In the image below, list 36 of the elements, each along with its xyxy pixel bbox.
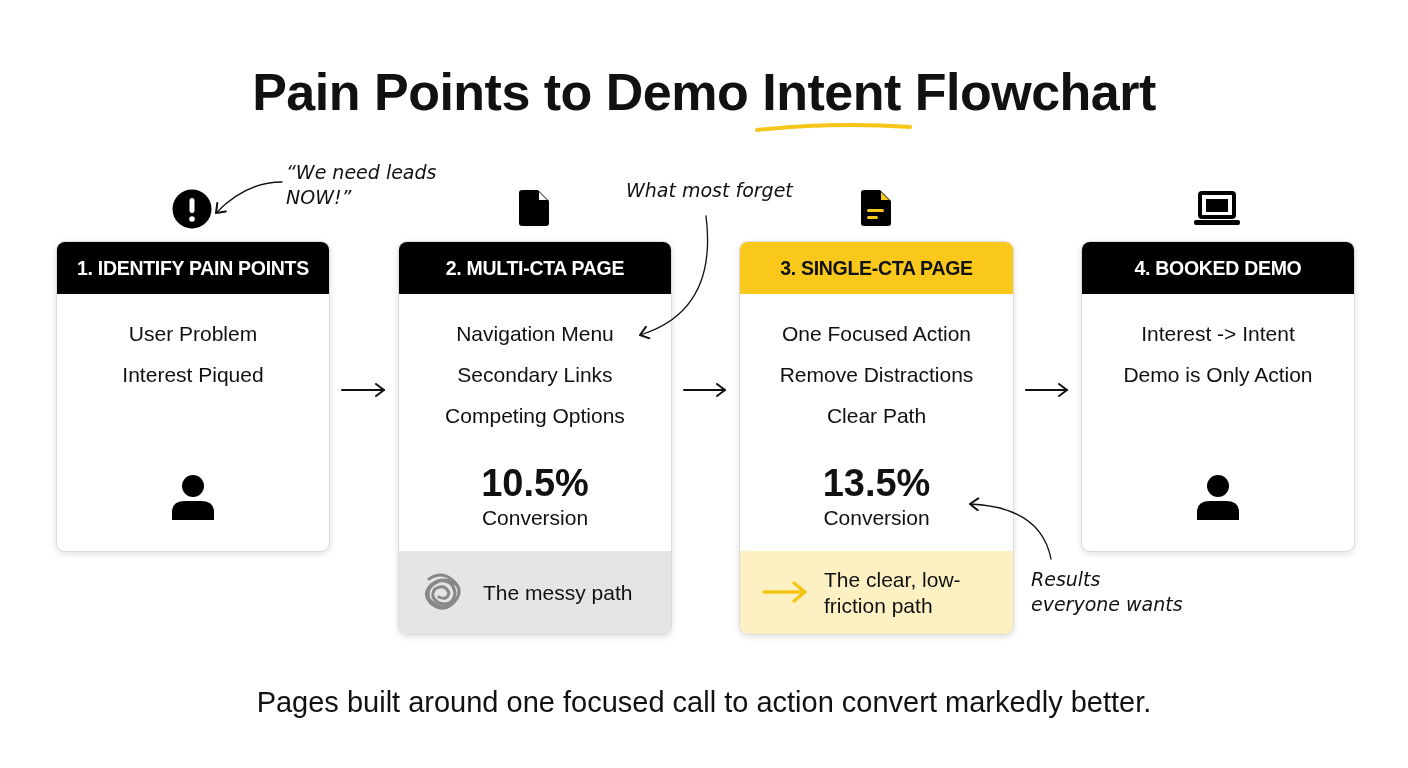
card-text: Interest -> Intent (1140, 322, 1296, 346)
card-header: 4. BOOKED DEMO (1082, 242, 1354, 294)
flow-arrow (341, 383, 385, 397)
band-text: The clear, low-friction path (824, 566, 962, 619)
card-text: One Focused Action (780, 322, 973, 346)
conversion-label: Conversion (822, 506, 931, 530)
card-text: Interest Piqued (121, 363, 265, 387)
handwritten-note: “We need leads NOW!” (286, 160, 446, 210)
handwritten-note: What most forget (626, 178, 806, 203)
card-header: 1. IDENTIFY PAIN POINTS (57, 242, 329, 294)
alert-icon (172, 189, 212, 229)
card-text: Secondary Links (456, 363, 614, 387)
card-text: Clear Path (825, 404, 928, 428)
card-text: Competing Options (444, 404, 626, 428)
handwritten-note: Results everyone wants (1031, 567, 1191, 617)
conversion-rate: 10.5% (480, 462, 590, 505)
card-text: Remove Distractions (778, 363, 975, 387)
step-card (398, 241, 672, 635)
step-card (739, 241, 1014, 635)
title: Pain Points to Demo Intent Flowchart (251, 62, 1157, 122)
conversion-label: Conversion (480, 506, 590, 530)
step-card (1081, 241, 1355, 552)
caption: Pages built around one focused call to action convert markedly better. (255, 686, 1153, 719)
flow-arrow (1025, 383, 1068, 397)
card-header: 2. MULTI-CTA PAGE (399, 242, 671, 294)
card-text: Demo is Only Action (1122, 363, 1314, 387)
band-text: The messy path (483, 579, 634, 606)
step-card (56, 241, 330, 552)
leader-arrow (639, 215, 709, 339)
flow-arrow (683, 383, 726, 397)
card-text: User Problem (127, 322, 259, 346)
card-header: 3. SINGLE-CTA PAGE (740, 242, 1013, 294)
leader-arrow (969, 497, 1052, 560)
conversion-rate: 13.5% (821, 462, 932, 505)
leader-arrow (215, 181, 283, 214)
card-text: Navigation Menu (455, 322, 615, 346)
